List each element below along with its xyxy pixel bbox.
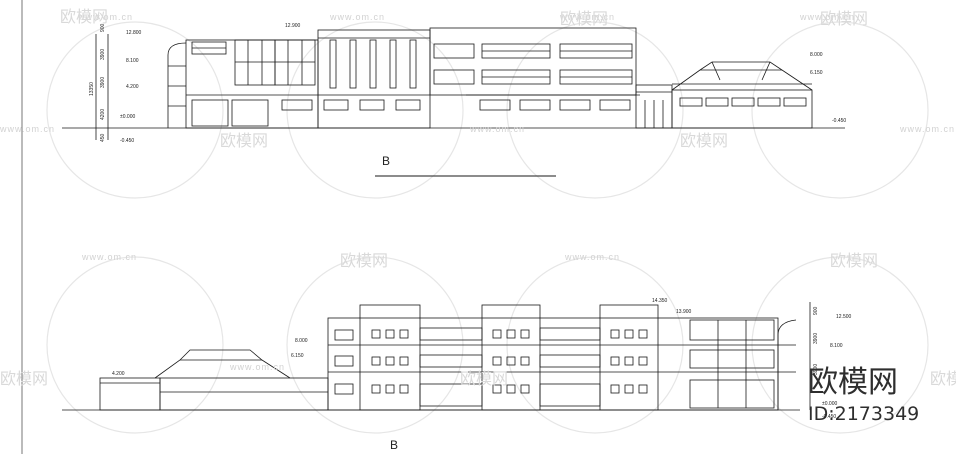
svg-text:www.om.cn: www.om.cn xyxy=(559,12,615,22)
svg-text:www.om.cn: www.om.cn xyxy=(229,362,285,372)
section-label-top: B xyxy=(382,154,390,168)
svg-text:www.om.cn: www.om.cn xyxy=(469,124,525,134)
svg-text:欧模网: 欧模网 xyxy=(460,369,508,388)
svg-text:www.om.cn: www.om.cn xyxy=(77,12,133,22)
svg-text:900: 900 xyxy=(813,306,819,315)
svg-text:13.900: 13.900 xyxy=(676,309,692,315)
svg-text:12.900: 12.900 xyxy=(285,23,301,29)
svg-text:450: 450 xyxy=(100,133,106,142)
svg-text:3900: 3900 xyxy=(100,77,106,88)
svg-text:14.350: 14.350 xyxy=(652,298,668,304)
svg-text:欧模网: 欧模网 xyxy=(930,369,956,388)
elevation-bottom xyxy=(62,302,811,411)
svg-text:8.000: 8.000 xyxy=(810,52,823,58)
svg-text:www.om.cn: www.om.cn xyxy=(899,124,955,134)
asset-id: ID:2173349 xyxy=(808,403,919,425)
elevation-top-annotations: 12.800 8.100 4.200 ±0.000 -0.450 12.900 … xyxy=(89,23,846,144)
svg-text:欧模网: 欧模网 xyxy=(340,251,388,270)
svg-text:欧模网: 欧模网 xyxy=(680,131,728,150)
svg-text:12.500: 12.500 xyxy=(836,314,852,320)
svg-text:6.150: 6.150 xyxy=(810,70,823,76)
svg-text:6.150: 6.150 xyxy=(291,353,304,359)
svg-text:-0.450: -0.450 xyxy=(832,118,846,124)
brand-logo: 欧模网 xyxy=(808,365,898,400)
svg-text:3900: 3900 xyxy=(100,49,106,60)
elevation-bottom-annotations: 14.350 13.900 8.000 6.150 4.200 12.500 8… xyxy=(112,298,852,420)
svg-text:欧模网: 欧模网 xyxy=(830,251,878,270)
svg-text:欧模网: 欧模网 xyxy=(60,7,108,26)
svg-text:欧模网: 欧模网 xyxy=(560,9,608,28)
elevation-top xyxy=(62,27,845,140)
svg-text:欧模网: 欧模网 xyxy=(220,131,268,150)
svg-text:8.000: 8.000 xyxy=(295,338,308,344)
svg-text:13350: 13350 xyxy=(89,82,95,96)
svg-text:www.om.cn: www.om.cn xyxy=(81,252,137,262)
section-label-bottom: B xyxy=(390,438,398,452)
svg-text:8.100: 8.100 xyxy=(830,343,843,349)
svg-text:4.200: 4.200 xyxy=(112,371,125,377)
svg-text:±0.000: ±0.000 xyxy=(120,114,135,120)
svg-text:www.om.cn: www.om.cn xyxy=(0,124,55,134)
svg-text:4200: 4200 xyxy=(100,109,106,120)
svg-text:www.om.cn: www.om.cn xyxy=(564,252,620,262)
svg-text:3900: 3900 xyxy=(813,333,819,344)
watermark-tiles: www.om.cn 欧模网 www.om.cn www.om.cn 欧模网 ww… xyxy=(0,7,956,388)
svg-text:www.om.cn: www.om.cn xyxy=(329,12,385,22)
svg-text:3900: 3900 xyxy=(813,364,819,375)
svg-text:±0.000: ±0.000 xyxy=(822,401,837,407)
svg-text:8.100: 8.100 xyxy=(126,58,139,64)
svg-text:欧模网: 欧模网 xyxy=(820,9,868,28)
svg-text:-0.450: -0.450 xyxy=(822,414,836,420)
svg-text:4.200: 4.200 xyxy=(126,84,139,90)
svg-text:900: 900 xyxy=(100,23,106,32)
svg-text:-0.450: -0.450 xyxy=(120,138,134,144)
svg-text:12.800: 12.800 xyxy=(126,30,142,36)
svg-text:欧模网: 欧模网 xyxy=(0,369,48,388)
svg-text:www.om.cn: www.om.cn xyxy=(799,12,855,22)
